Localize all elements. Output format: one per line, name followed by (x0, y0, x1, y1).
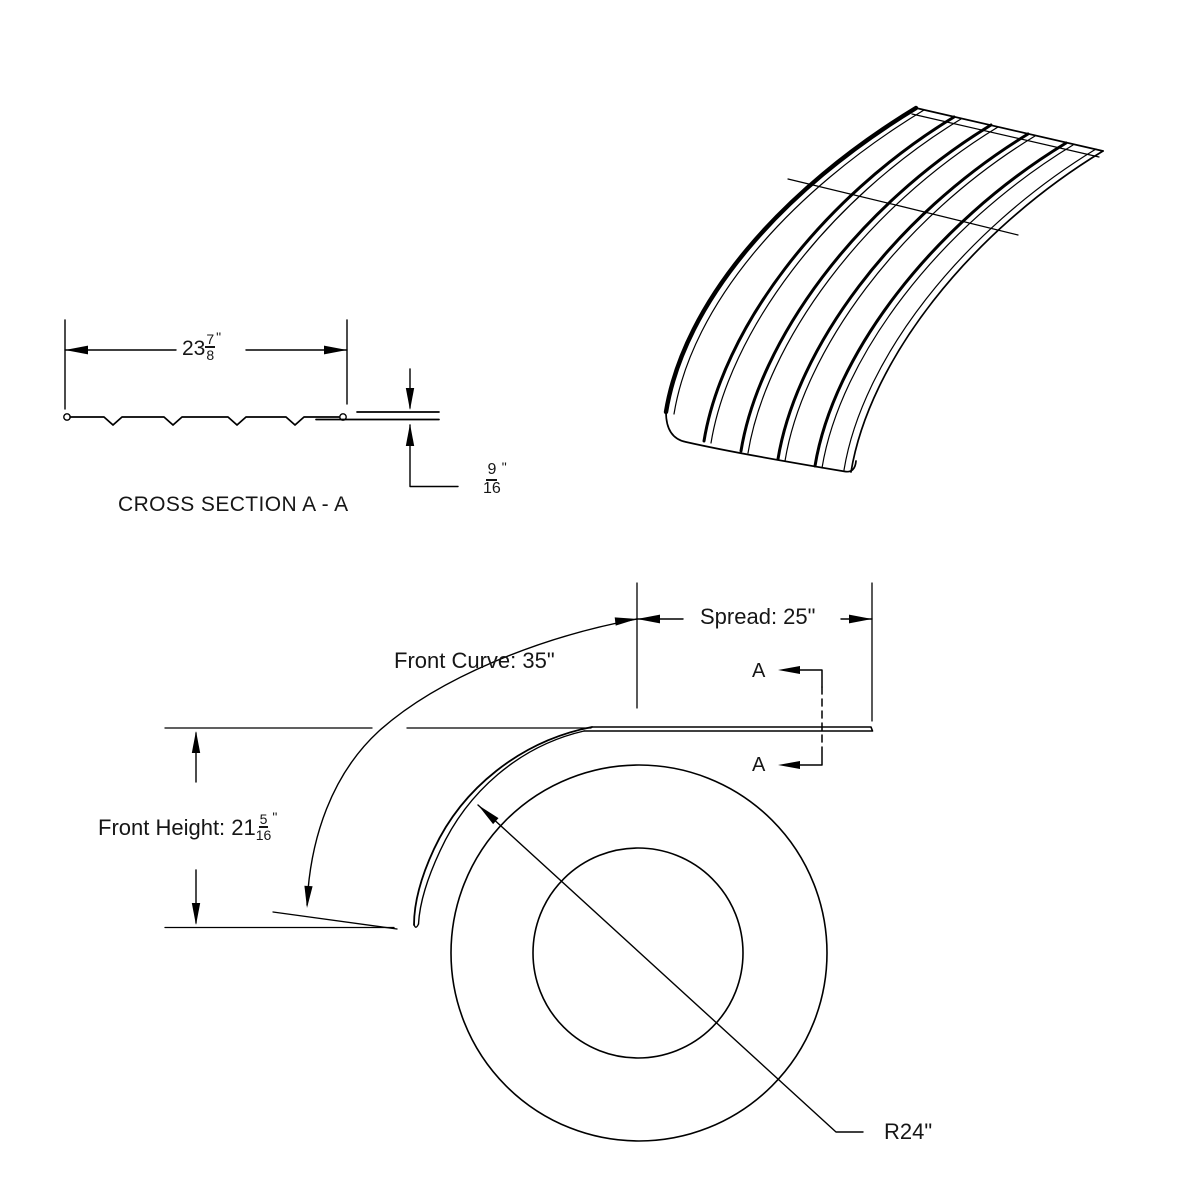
iso-rib-3-edge (747, 126, 999, 454)
front-curve-label: Front Curve: 35" (394, 648, 555, 673)
width-extension-lines (64, 319, 348, 410)
cross-section-view (63, 319, 459, 488)
arrowhead-up-icon (405, 424, 415, 446)
thickness-numerator: 9 (486, 461, 498, 481)
thickness-leader (409, 368, 459, 488)
thickness-unit: " (501, 459, 507, 475)
strip-profile (69, 416, 340, 426)
width-dim-numerator: 7 (205, 331, 216, 349)
fender-front-curve-inner (417, 730, 585, 925)
iso-rib-1-edge (673, 109, 925, 415)
iso-rib-4 (776, 132, 1030, 461)
iso-tangent-line (787, 178, 1019, 236)
iso-rib-5 (813, 141, 1068, 468)
tire-inner-circle (532, 847, 744, 1059)
iso-far-edge-inner (843, 148, 1097, 471)
arrowhead-right-icon (849, 614, 872, 624)
arrowhead-upleft-icon (478, 805, 499, 825)
isometric-fender-view (663, 105, 1104, 473)
thickness-denominator: 16 (483, 479, 501, 497)
section-line-top (796, 669, 823, 688)
arrowhead-left-icon (637, 614, 660, 624)
iso-rib-1 (663, 105, 919, 415)
arrowhead-down-icon (191, 903, 201, 925)
edge-thickness-lines (315, 411, 440, 421)
iso-rear-edge-inner (911, 113, 1100, 158)
iso-rib-4-edge (784, 135, 1036, 462)
front-height-prefix: Front Height: 21 (98, 815, 256, 841)
front-curve-leader-arc (306, 618, 638, 906)
front-height-numerator: 5 (258, 811, 269, 829)
section-marker-a-top: A (752, 660, 766, 682)
arrowhead-down-icon (405, 388, 415, 410)
width-dim-denominator: 8 (206, 347, 215, 364)
width-dim-whole: 23 (182, 336, 206, 360)
front-height-denominator: 16 (255, 827, 272, 844)
side-view (164, 582, 874, 1142)
fender-front-curve-outer (413, 726, 593, 926)
rolled-edge-left (63, 413, 71, 421)
arrowhead-left-icon (778, 666, 800, 674)
section-line-bottom (796, 746, 823, 766)
spread-label: Spread: 25" (700, 604, 816, 629)
arrowhead-up-icon (191, 731, 201, 753)
iso-rib-5-edge (821, 144, 1074, 469)
fender-top-edge (583, 726, 874, 732)
radius-label: R24" (884, 1119, 933, 1144)
cross-section-caption: CROSS SECTION A - A (118, 493, 349, 516)
fender-tip-cap (413, 923, 420, 928)
iso-rib-2 (702, 115, 956, 443)
front-height-unit: " (272, 809, 278, 825)
iso-far-edge (850, 150, 1104, 473)
arrowhead-left-icon (65, 345, 88, 355)
radius-leader (477, 804, 864, 1133)
section-marker-a-bottom: A (752, 754, 766, 776)
arrowhead-right-icon (324, 345, 347, 355)
iso-rib-3 (739, 123, 993, 453)
tire-outer-circle (450, 764, 828, 1142)
bottom-tangent-line (272, 911, 398, 930)
width-dim-unit: " (216, 329, 222, 345)
iso-bottom-edge (665, 411, 857, 473)
spread-extension-lines (636, 582, 873, 722)
arrowhead-right-icon (614, 617, 637, 626)
arrowhead-left-icon (778, 761, 800, 769)
arrowhead-down-icon (304, 885, 313, 908)
iso-rib-2-edge (710, 118, 962, 444)
iso-rear-edge (915, 107, 1104, 152)
